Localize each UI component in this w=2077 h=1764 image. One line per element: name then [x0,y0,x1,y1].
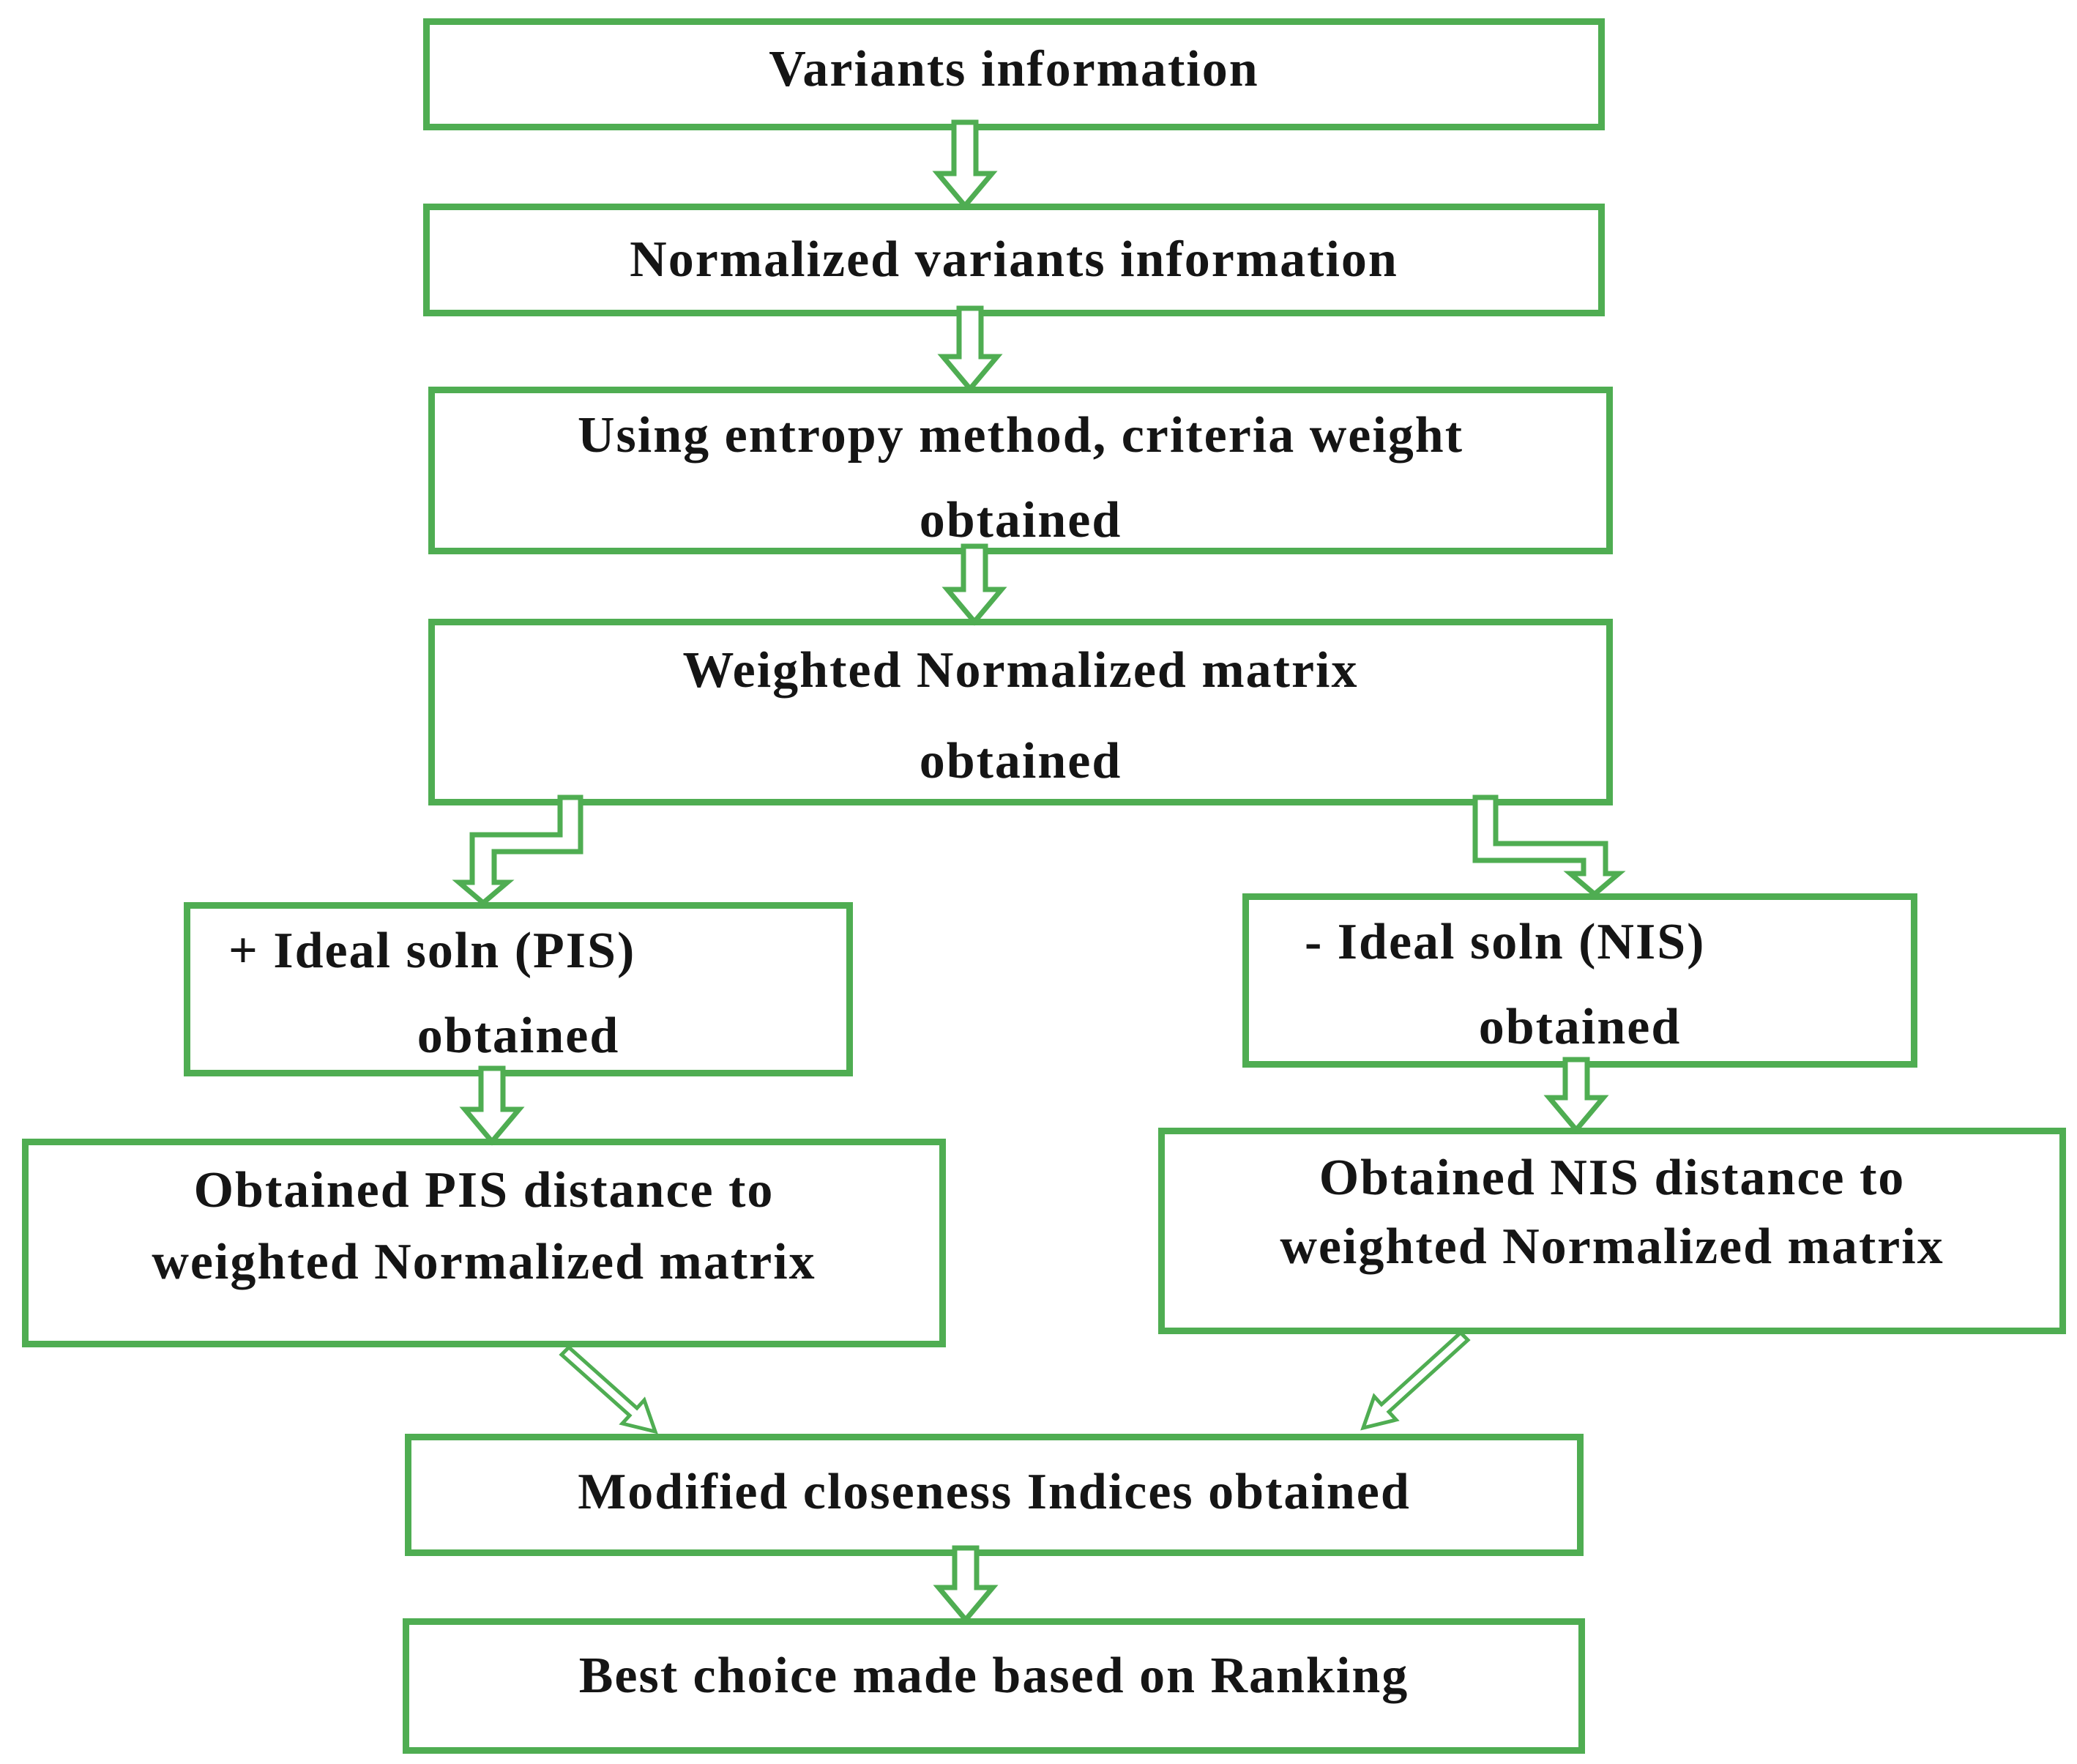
flow-node-normalized-variants-information: Normalized variants information [423,204,1605,316]
arrow-down-icon-entropy-to-weighted [941,543,1007,626]
elbow-arrow-icon-weighted-to-nis [1472,794,1626,898]
flow-node-pis-distance: Obtained PIS distance to weighted Normal… [22,1139,946,1347]
node-label-line2: obtained [1478,999,1682,1055]
node-label: Modified closeness Indices obtained [578,1463,1411,1520]
node-label-line1: Obtained PIS distance to [193,1162,775,1218]
flow-node-nis-distance: Obtained NIS distance to weighted Normal… [1158,1128,2066,1334]
arrow-down-icon-pis-to-pis-distance [459,1065,525,1146]
diagonal-arrow-icon-pis-distance-to-closeness [559,1344,658,1434]
node-label-line1: - Ideal soln (NIS) [1305,914,1706,970]
diagonal-arrow-icon-nis-distance-to-closeness [1360,1330,1471,1431]
arrow-down-icon-nis-to-nis-distance [1543,1057,1609,1134]
node-label: Best choice made based on Ranking [578,1647,1409,1704]
node-label-line1: Weighted Normalized matrix [682,642,1359,699]
flow-node-entropy-criteria-weight: Using entropy method, criteria weight ob… [428,387,1613,554]
arrow-down-icon-normalized-to-entropy [937,305,1003,393]
node-label: Normalized variants information [630,231,1398,288]
elbow-arrow-icon-weighted-to-pis [452,794,583,907]
node-label-line1: Using entropy method, criteria weight [577,407,1464,464]
flow-node-weighted-normalized-matrix: Weighted Normalized matrix obtained [428,619,1613,805]
node-label-line2: obtained [919,492,1122,548]
flow-node-positive-ideal-solution: + Ideal soln (PIS) obtained [184,902,853,1076]
flow-node-best-choice-ranking: Best choice made based on Ranking [403,1618,1585,1754]
arrow-down-icon-variants-to-normalized [932,119,998,210]
flow-node-negative-ideal-solution: - Ideal soln (NIS) obtained [1242,893,1917,1068]
node-label-line1: Obtained NIS distance to [1319,1150,1906,1206]
node-label-line2: weighted Normalized matrix [152,1234,816,1290]
node-label-line1: + Ideal soln (PIS) [228,923,636,979]
node-label: Variants information [769,40,1259,97]
node-label-line2: obtained [919,733,1122,789]
flow-node-modified-closeness-indices: Modified closeness Indices obtained [405,1434,1584,1556]
node-label-line2: obtained [417,1008,620,1064]
flow-node-variants-information: Variants information [423,18,1605,130]
node-label-line2: weighted Normalized matrix [1280,1218,1944,1275]
arrow-down-icon-closeness-to-best [933,1545,999,1624]
